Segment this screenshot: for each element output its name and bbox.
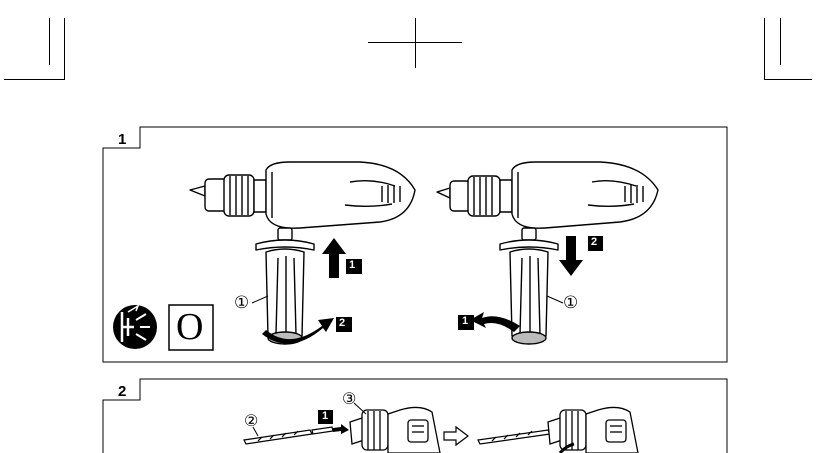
crop-mark [64, 18, 65, 80]
drill-right [436, 161, 659, 345]
part-label-handle: ① [563, 293, 579, 312]
transition-arrow [443, 425, 469, 447]
crop-mark [49, 18, 50, 65]
registration-mark [368, 42, 462, 43]
step-badge [346, 259, 362, 274]
arrow-up [322, 238, 346, 278]
step-label: 2 [339, 317, 346, 329]
step-badge [336, 317, 352, 332]
rotate-arrow [262, 318, 334, 344]
insert-arrow [333, 424, 349, 434]
crop-mark [4, 79, 65, 80]
step-label: 2 [591, 236, 598, 248]
step-label: 1 [349, 259, 356, 271]
figure-number: 1 [118, 131, 127, 148]
crop-mark [764, 18, 765, 80]
arrow-down [559, 236, 583, 276]
step-badge [458, 315, 474, 330]
drill-bit-inserted [477, 429, 551, 445]
chuck-right [547, 406, 639, 453]
switch-off-symbol: O [176, 306, 204, 348]
drill-left [189, 161, 416, 345]
part-label-handle: ① [234, 293, 250, 312]
part-label-chuck: ③ [342, 391, 357, 408]
rotate-arrow [558, 442, 575, 453]
switch-off-box [168, 304, 214, 351]
rotate-arrow [470, 312, 520, 332]
crop-mark [764, 79, 812, 80]
panel-frame [102, 126, 728, 363]
panel-frame [102, 378, 728, 453]
chuck-left [349, 406, 441, 453]
step-badge [588, 236, 603, 251]
step-label: 1 [462, 315, 469, 327]
unplug-warning-icon [113, 304, 157, 349]
figure-number: 2 [118, 383, 127, 400]
registration-mark [415, 18, 416, 68]
crop-mark [780, 18, 781, 65]
part-label-bit: ② [244, 413, 259, 430]
step-badge [318, 410, 333, 424]
step-label: 1 [322, 410, 329, 422]
